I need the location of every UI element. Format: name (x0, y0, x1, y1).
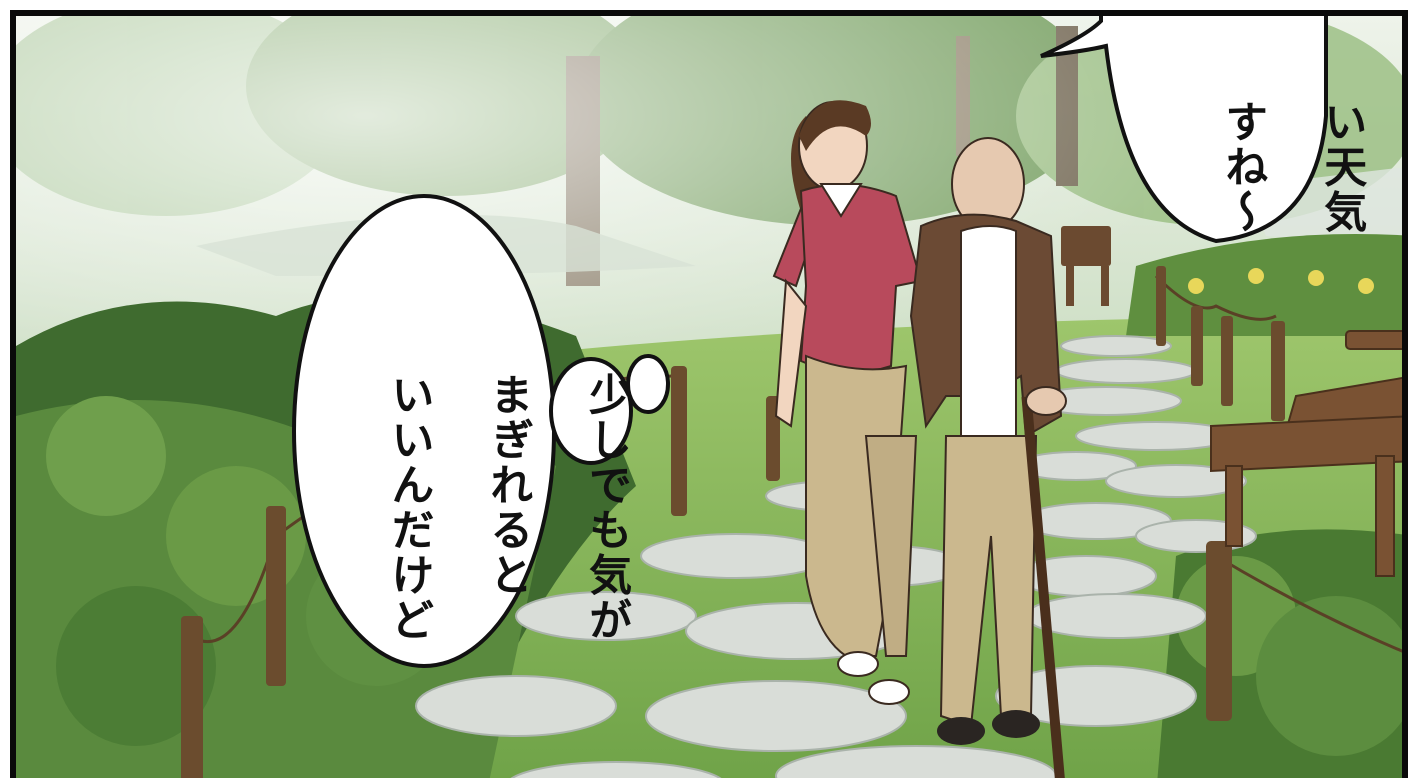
bench-far (1061, 226, 1111, 306)
thought-line-1: 少しでも気が (581, 372, 632, 643)
bench-near (1210, 330, 1402, 577)
thought-bubble (292, 194, 670, 668)
thought-line-2: まぎれると (482, 372, 533, 598)
park-scene-illustration (16, 16, 1402, 778)
speech-bubble (1040, 16, 1328, 244)
speech-line-2: すね～ (1217, 99, 1268, 235)
elderly-man (909, 137, 1067, 778)
speech-line-1: い天気 (1316, 99, 1367, 235)
caregiver-woman (772, 100, 923, 705)
walking-cane (1021, 396, 1065, 778)
thought-line-3: いいんだけど (383, 372, 434, 643)
speech-bubble-text: い天気 すね～ (1168, 16, 1402, 235)
rope-fence (181, 266, 1402, 778)
thought-bubble-text: 少しでも気が まぎれると いいんだけど (334, 271, 680, 643)
stepping-stone-path (415, 335, 1257, 778)
comic-panel: 少しでも気が まぎれると いいんだけど い天気 すね～ (10, 10, 1408, 778)
